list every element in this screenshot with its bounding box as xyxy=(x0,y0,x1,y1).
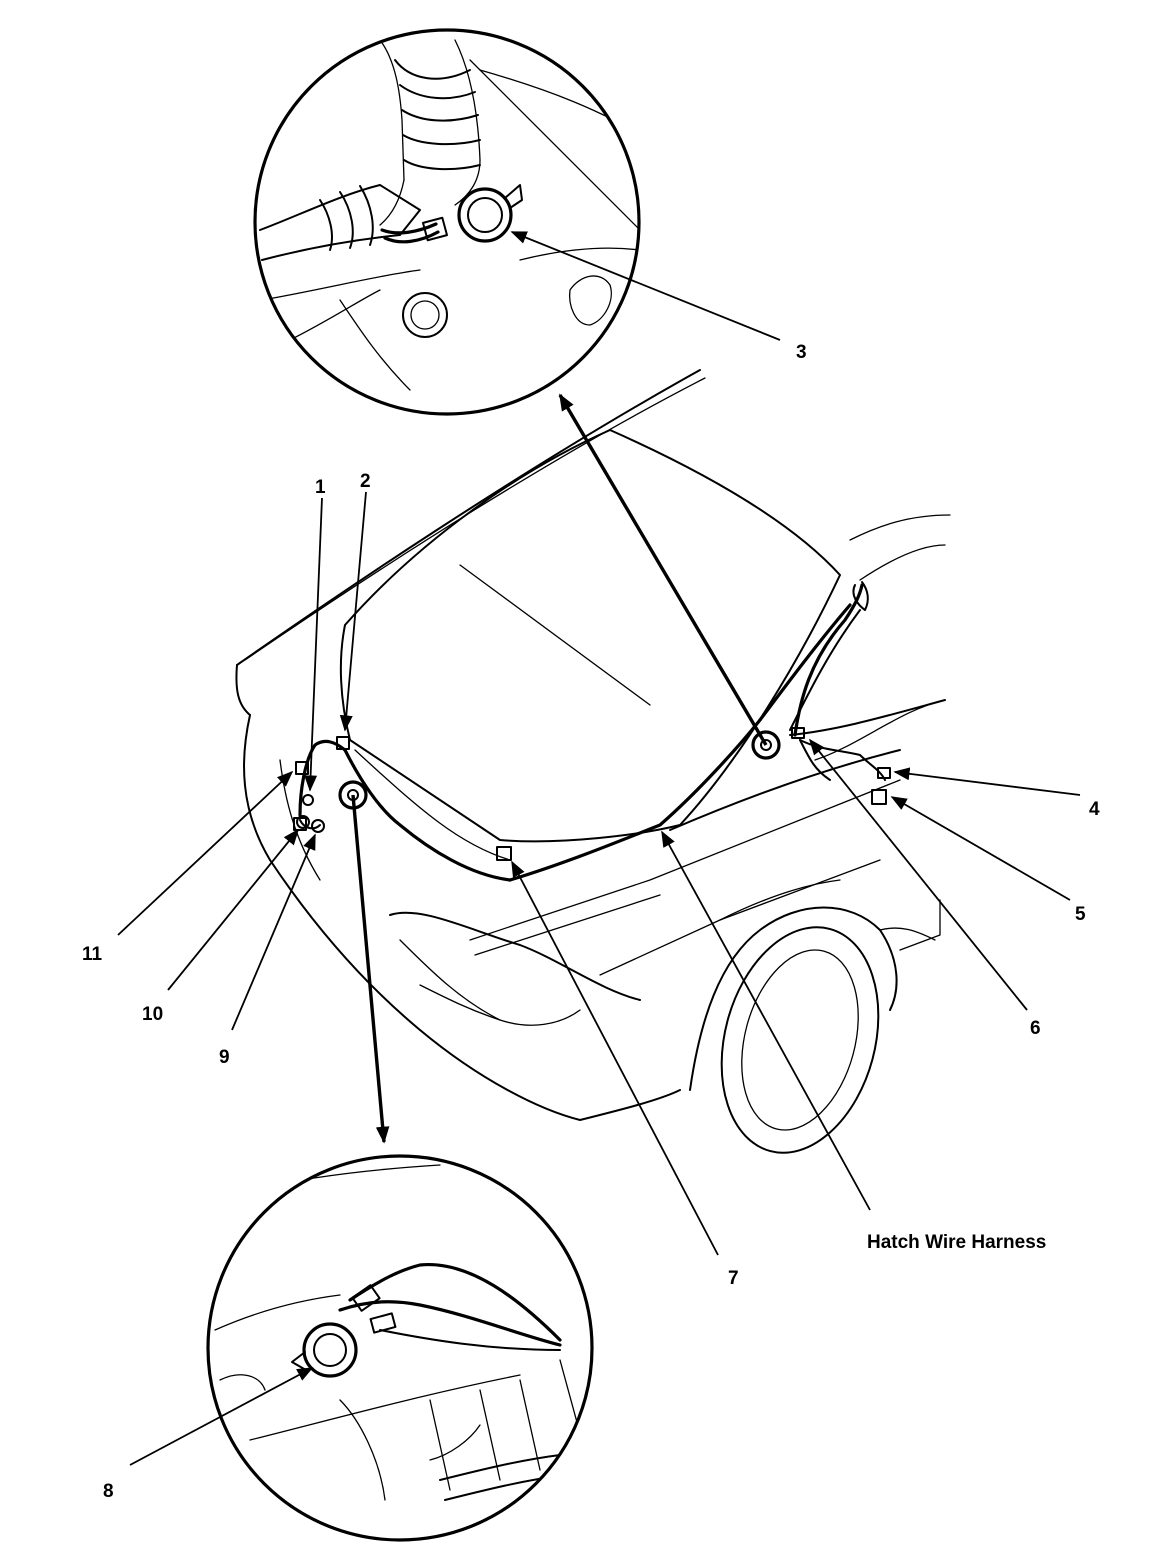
detail-circle-bottom xyxy=(206,1154,594,1542)
callout-2: 2 xyxy=(360,471,371,492)
connector-1 xyxy=(302,794,314,806)
connector-5 xyxy=(871,789,887,805)
detail-view-bottom xyxy=(206,1154,594,1542)
detail-view-top xyxy=(253,28,641,416)
connector-11-upper xyxy=(295,761,309,775)
vehicle-outline xyxy=(235,369,951,1154)
callout-9: 9 xyxy=(219,1047,230,1068)
connector-6 xyxy=(791,727,805,739)
connector-2 xyxy=(336,736,350,750)
connector-7 xyxy=(496,846,512,861)
callout-7: 7 xyxy=(728,1268,739,1289)
connector-10 xyxy=(296,815,310,829)
callout-1: 1 xyxy=(315,477,326,498)
connector-4 xyxy=(877,767,891,779)
callout-labels: 1 2 3 4 5 6 7 8 9 10 11 Hatch Wire Harne… xyxy=(82,342,1100,1502)
connector-11 xyxy=(293,817,307,831)
ground-bolt-right xyxy=(751,730,781,760)
callout-3: 3 xyxy=(796,342,807,363)
connector-9 xyxy=(311,819,325,833)
detail-circle-top xyxy=(253,28,641,416)
callout-6: 6 xyxy=(1030,1018,1041,1039)
callout-8: 8 xyxy=(103,1481,114,1502)
callout-4: 4 xyxy=(1089,799,1100,820)
callout-10: 10 xyxy=(142,1004,163,1025)
leader-lines xyxy=(117,231,1081,1466)
components xyxy=(293,727,891,861)
callout-11: 11 xyxy=(82,944,103,965)
callout-5: 5 xyxy=(1075,904,1086,925)
harness-label: Hatch Wire Harness xyxy=(867,1232,1046,1253)
hatch-wire-harness xyxy=(298,581,886,882)
